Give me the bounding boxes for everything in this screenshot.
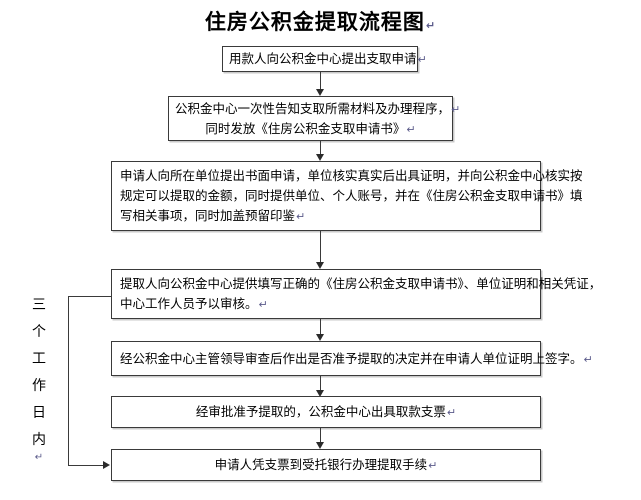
node-2-line-2: 同时发放《住房公积金支取申请书》↵ — [205, 120, 416, 136]
side-label-char-2: 个 — [32, 324, 46, 340]
bracket-arrow-into-node-7 — [103, 460, 110, 469]
side-label-char-5: 日 — [32, 405, 46, 421]
node-apply-to-fund-center[interactable]: 用款人向公积金中心提出支取申请↵ — [222, 46, 427, 72]
paragraph-mark — [601, 278, 602, 291]
side-label-char-1: 三 — [32, 297, 46, 313]
connector-6-to-7-arrow — [315, 442, 324, 449]
node-5-line-1: 经公积金中心主管领导审查后作出是否准予提取的决定并在申请人单位证明上签字。↵ — [120, 350, 593, 366]
connector-2-to-3-line — [320, 141, 321, 156]
paragraph-mark: ↵ — [451, 102, 461, 116]
node-bank-withdrawal-procedure[interactable]: 申请人凭支票到受托银行办理提取手续↵ — [111, 449, 541, 481]
paragraph-mark: ↵ — [583, 352, 593, 366]
connector-6-to-7-line — [320, 428, 321, 444]
node-3-line-1: 申请人向所在单位提出书面申请，单位核实真实后出具证明，并向公积金中心核实按 — [120, 168, 583, 183]
side-label-char-3: 工 — [32, 351, 46, 367]
node-3-line-2: 规定可以提取的金额，同时提供单位、个人账号，并在《住房公积金支取申请书》填 — [120, 188, 583, 203]
connector-4-to-5-line — [320, 319, 321, 336]
node-4-line-2: 中心工作人员予以审核。↵ — [120, 296, 268, 311]
connector-1-to-2-line — [320, 72, 321, 91]
bracket-bottom-segment — [68, 465, 104, 466]
side-label-char-6: 内 — [32, 432, 46, 448]
node-submit-documents-for-review[interactable]: 提取人向公积金中心提供填写正确的《住房公积金支取申请书》、单位证明和相关凭证， … — [111, 269, 602, 319]
connector-5-to-6-line — [320, 376, 321, 392]
node-issue-withdrawal-check[interactable]: 经审批准予提取的，公积金中心出具取款支票↵ — [111, 396, 541, 428]
connector-1-to-2-arrow — [315, 89, 324, 96]
node-leader-approval-and-signature[interactable]: 经公积金中心主管领导审查后作出是否准予提取的决定并在申请人单位证明上签字。↵ — [111, 341, 593, 376]
node-1-line-1: 用款人向公积金中心提出支取申请↵ — [229, 51, 427, 66]
paragraph-mark: ↵ — [446, 406, 457, 419]
node-center-informs-materials[interactable]: 公积金中心一次性告知支取所需材料及办理程序，↵ 同时发放《住房公积金支取申请书》… — [168, 96, 461, 141]
node-7-line-1: 申请人凭支票到受托银行办理提取手续↵ — [214, 457, 438, 472]
node-4-line-1: 提取人向公积金中心提供填写正确的《住房公积金支取申请书》、单位证明和相关凭证， — [120, 276, 602, 291]
node-6-line-1: 经审批准予提取的，公积金中心出具取款支票↵ — [195, 404, 457, 419]
connector-5-to-6-arrow — [315, 390, 324, 397]
connector-3-to-4-arrow — [315, 262, 324, 269]
page-title-text: 住房公积金提取流程图 — [204, 10, 425, 34]
connector-3-to-4-line — [320, 231, 321, 264]
node-2-line-1: 公积金中心一次性告知支取所需材料及办理程序，↵ — [175, 100, 461, 116]
bracket-top-segment — [68, 296, 111, 297]
page-title: 住房公积金提取流程图↵ — [0, 6, 641, 36]
connector-2-to-3-arrow — [315, 154, 324, 161]
paragraph-mark — [583, 170, 584, 183]
paragraph-mark: ↵ — [428, 459, 438, 472]
node-3-line-3: 写相关事项，同时加盖预留印鉴↵ — [120, 208, 306, 223]
bracket-vertical-segment — [68, 296, 69, 465]
paragraph-mark: ↵ — [258, 298, 268, 311]
paragraph-mark: ↵ — [417, 53, 427, 66]
three-working-days-label: 三 个 工 作 日 内 ↵ — [26, 292, 52, 463]
paragraph-mark: ↵ — [296, 210, 306, 223]
node-written-application-to-employer[interactable]: 申请人向所在单位提出书面申请，单位核实真实后出具证明，并向公积金中心核实按 规定… — [111, 161, 583, 231]
paragraph-mark — [583, 190, 584, 203]
paragraph-mark: ↵ — [34, 452, 44, 463]
side-label-char-4: 作 — [32, 378, 46, 394]
paragraph-mark: ↵ — [406, 122, 416, 136]
paragraph-mark: ↵ — [425, 19, 437, 32]
connector-4-to-5-arrow — [315, 334, 324, 341]
